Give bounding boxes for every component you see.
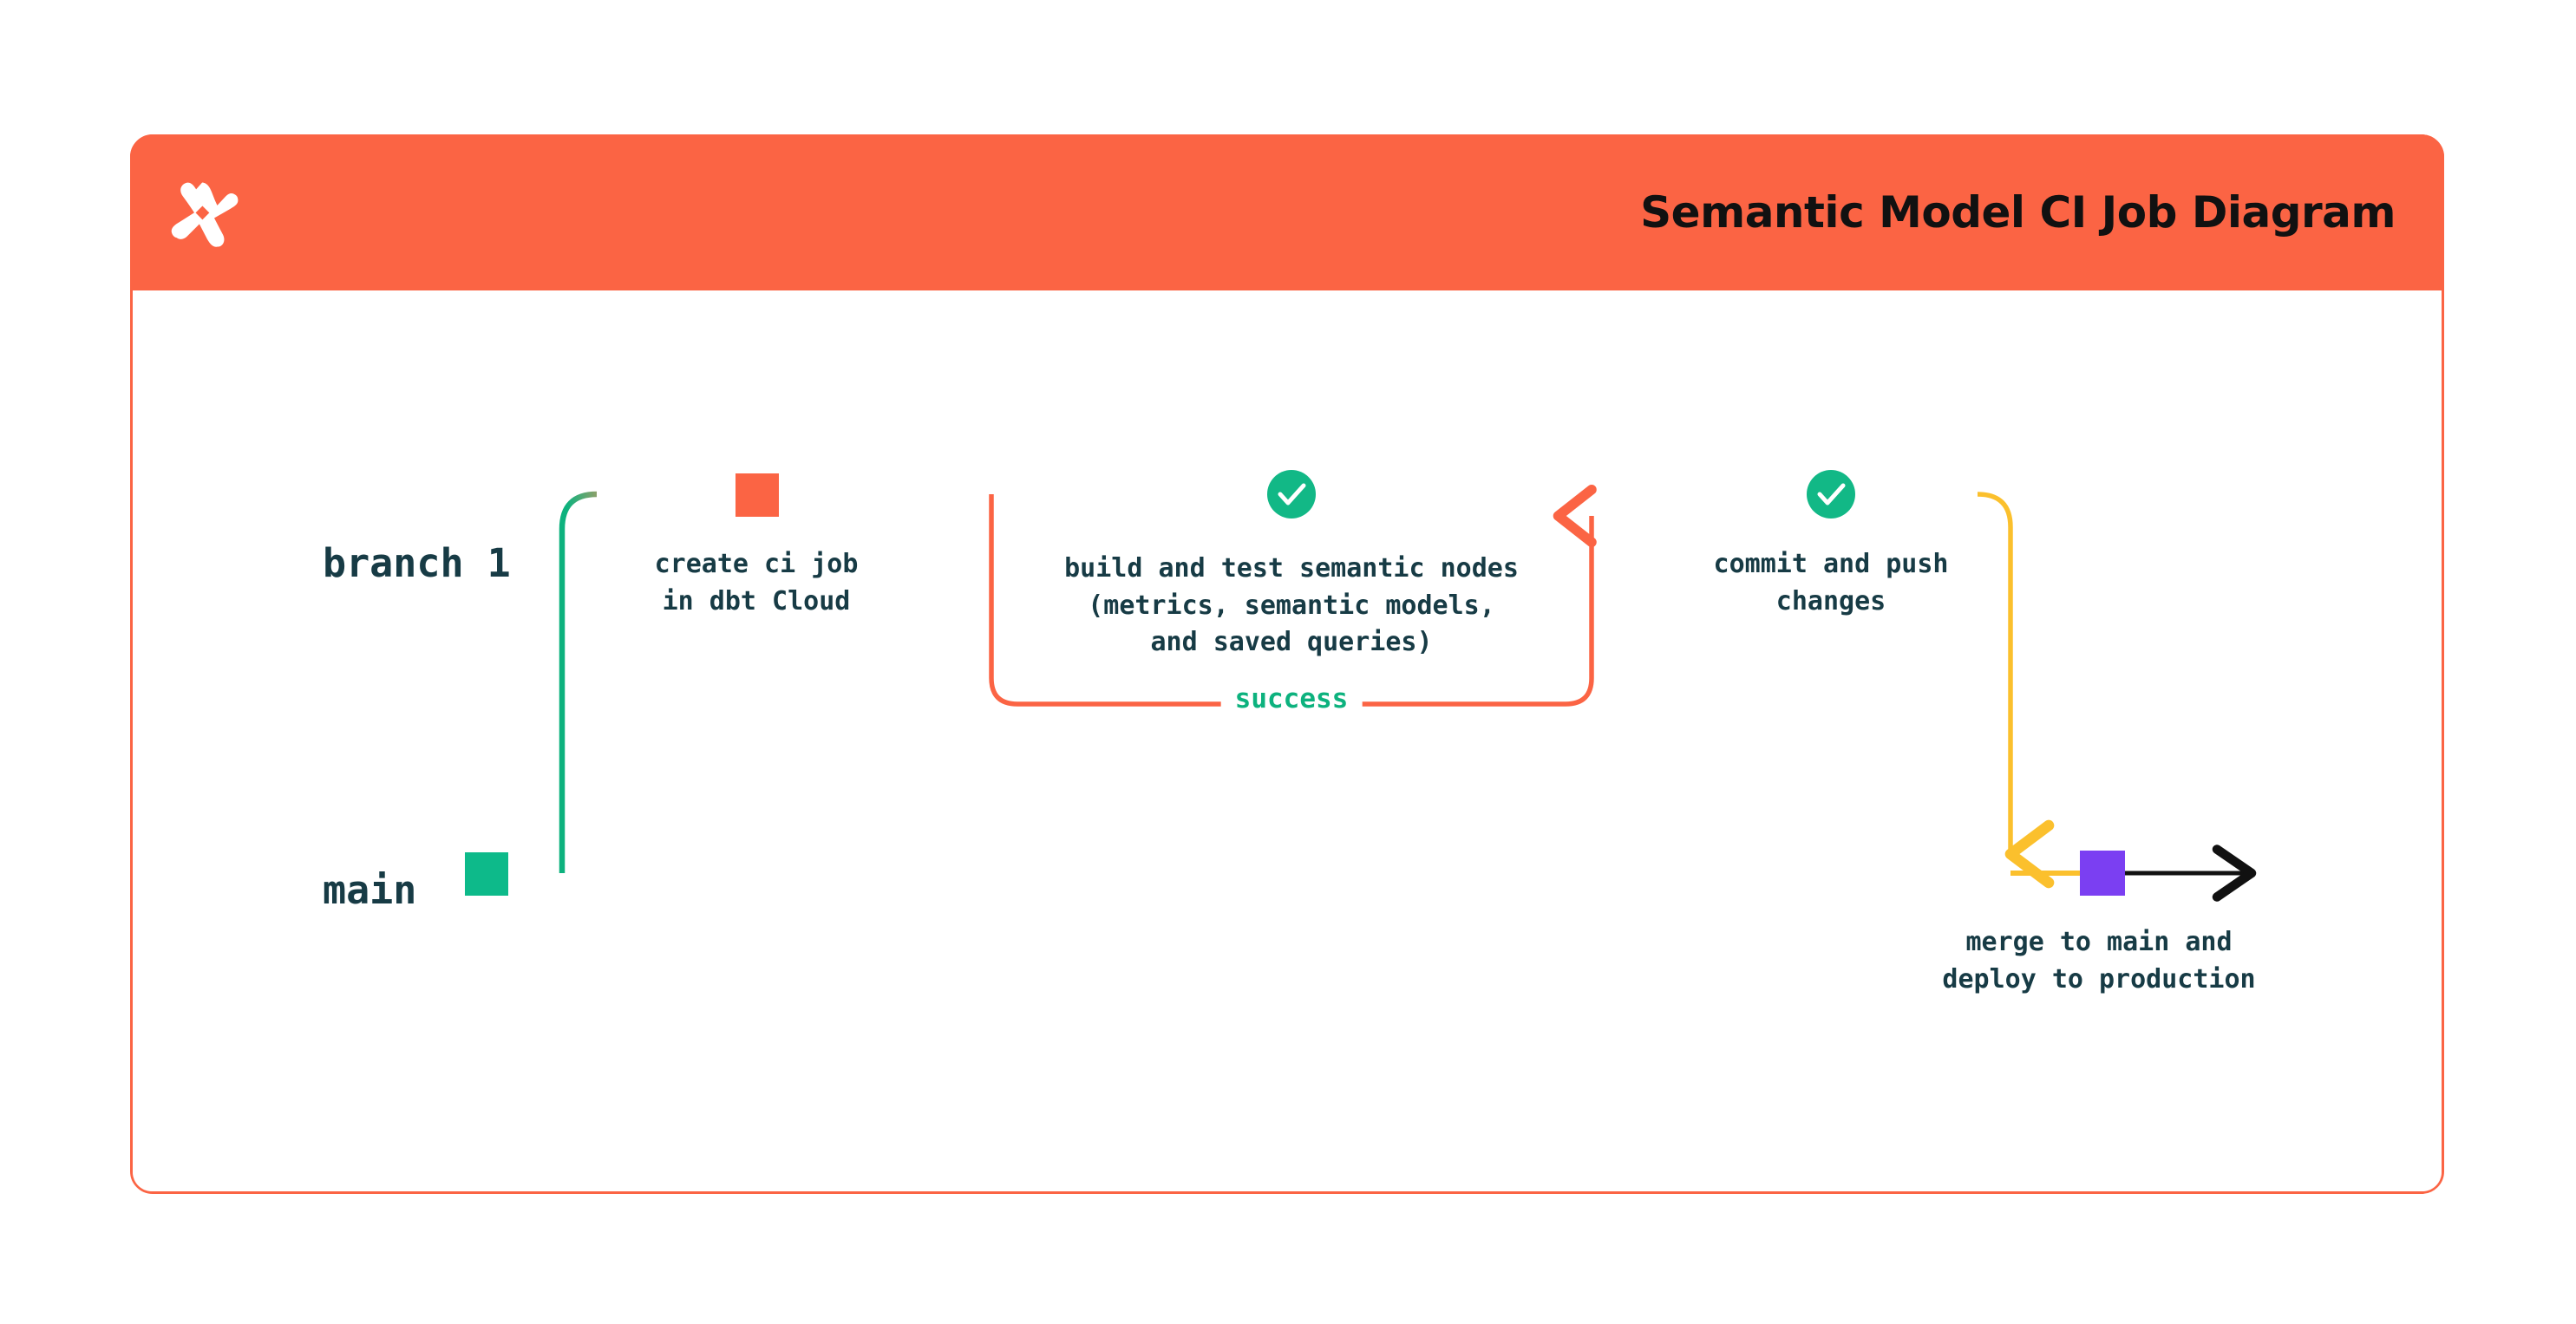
card-header: Semantic Model CI Job Diagram	[130, 134, 2444, 290]
success-edge-label: success	[1220, 683, 1363, 714]
diagram-card: Semantic Model CI Job Diagram	[130, 134, 2444, 1194]
page-title: Semantic Model CI Job Diagram	[1640, 187, 2396, 238]
lane-label-branch1: branch 1	[323, 540, 511, 586]
node-caption-build-and-test: build and test semantic nodes (metrics, …	[1064, 553, 1519, 658]
dbt-x-logo-icon	[165, 175, 239, 250]
node-caption-commit-and-push: commit and push changes	[1713, 549, 1949, 616]
node-caption-merge-to-main: merge to main and deploy to production	[1942, 927, 2256, 995]
node-caption-create-ci-job: create ci job in dbt Cloud	[654, 549, 859, 616]
card-body	[133, 290, 2442, 1191]
lane-label-main: main	[323, 867, 417, 913]
